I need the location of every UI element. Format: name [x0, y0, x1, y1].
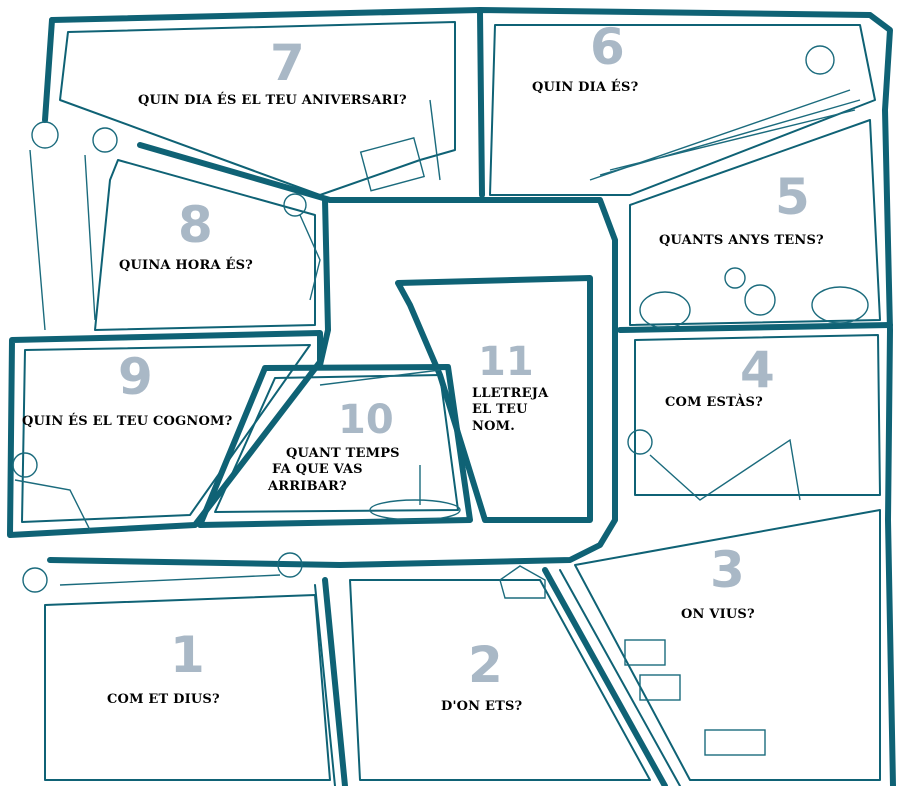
- square-11-line-2: EL TEU: [472, 402, 528, 418]
- square-1-question: COM ET DIUS?: [107, 692, 220, 707]
- square-8-question: QUINA HORA ÉS?: [119, 258, 253, 273]
- square-10-number: 10: [338, 397, 394, 443]
- girl-illustration: [283, 193, 321, 301]
- board-frame-left: [42, 17, 55, 123]
- kids-illustration-bottom: [22, 552, 303, 593]
- center-path: [47, 197, 618, 568]
- square-8-number: 8: [178, 196, 213, 254]
- divider-2-3: [542, 567, 668, 786]
- square-10-question: QUANT TEMPS FA QUE VAS ARRIBAR?: [268, 446, 418, 495]
- divider-5-4: [617, 322, 893, 333]
- square-11-question: LLETREJA EL TEU NOM.: [472, 386, 572, 435]
- divider-1-2b: [314, 584, 336, 786]
- square-2-border: [349, 579, 651, 781]
- square-9-border: [7, 330, 323, 538]
- papers-illustration: [624, 639, 766, 756]
- square-5-number: 5: [775, 168, 810, 226]
- reader-illustration: [359, 99, 441, 192]
- board-frame: [49, 7, 896, 786]
- square-10-line-2: FA QUE VAS: [272, 462, 363, 478]
- square-6-number: 6: [590, 18, 625, 76]
- boy-illustration-10: [319, 369, 461, 521]
- square-2-number: 2: [468, 636, 503, 694]
- square-7-number: 7: [270, 34, 305, 92]
- music-notes-illustration: [589, 45, 861, 181]
- square-1-number: 1: [170, 626, 205, 684]
- divider-7-8: [137, 142, 333, 203]
- square-1-border: [44, 594, 331, 781]
- divider-2-3b: [559, 569, 681, 786]
- square-11-number: 11: [478, 339, 534, 385]
- divider-1-2: [322, 577, 348, 786]
- square-11-border: [395, 275, 593, 523]
- kids-illustration-left: [29, 121, 118, 331]
- square-11-line-3: NOM.: [472, 418, 515, 434]
- square-9-question: QUIN ÉS EL TEU COGNOM?: [22, 414, 233, 429]
- square-5-border: [629, 119, 881, 326]
- square-10-inner: [214, 374, 459, 513]
- square-4-question: COM ESTÀS?: [665, 395, 763, 410]
- square-2-question: D'ON ETS?: [441, 699, 523, 714]
- square-8-border: [94, 159, 316, 331]
- square-7-question: QUIN DIA ÉS EL TEU ANIVERSARI?: [138, 93, 407, 108]
- square-4-border: [634, 334, 881, 496]
- square-3-number: 3: [710, 541, 745, 599]
- house-icon: [499, 565, 546, 599]
- square-4-number: 4: [740, 341, 775, 399]
- square-3-question: ON VIUS?: [681, 607, 755, 622]
- square-11-line-1: LLETREJA: [472, 386, 549, 401]
- square-3-border: [574, 509, 881, 781]
- boy-illustration-4: [627, 429, 801, 501]
- boy-illustration-9: [12, 452, 91, 531]
- square-9-inner: [21, 344, 311, 523]
- square-10-border: [197, 364, 473, 528]
- square-6-question: QUIN DIA ÉS?: [532, 80, 639, 95]
- balls-illustration: [639, 267, 869, 329]
- square-6-border: [489, 24, 876, 196]
- square-5-question: QUANTS ANYS TENS?: [659, 233, 824, 248]
- square-9-number: 9: [118, 348, 153, 406]
- square-10-line-3: ARRIBAR?: [268, 478, 347, 494]
- square-10-line-1: QUANT TEMPS: [286, 446, 400, 461]
- divider-7-6: [477, 9, 485, 198]
